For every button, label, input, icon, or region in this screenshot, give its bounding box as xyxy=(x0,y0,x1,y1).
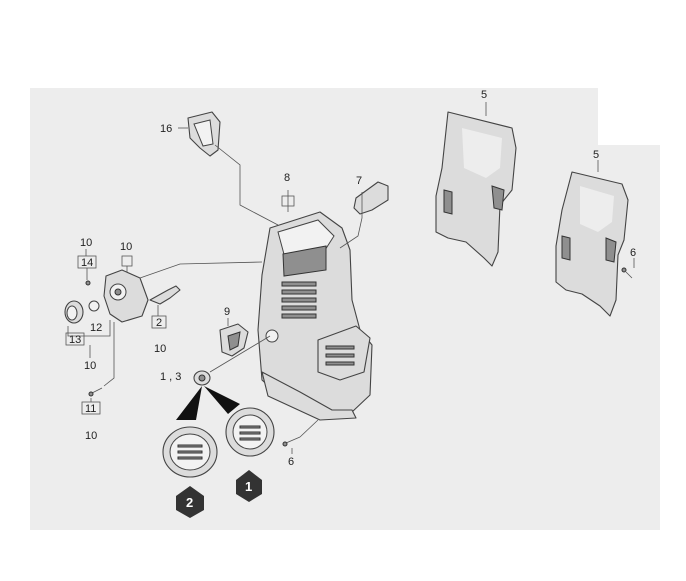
part-7-clip xyxy=(353,181,389,215)
label-5-a: 5 xyxy=(481,89,487,101)
part-5-frame-a xyxy=(435,111,517,267)
part-6-screw-bottom xyxy=(282,436,301,447)
variant-badge-1: 1 xyxy=(236,470,262,502)
variant-pointer-2 xyxy=(176,386,202,420)
part-12-ring xyxy=(88,300,100,312)
part-13-knob xyxy=(64,300,84,324)
badge-1-number: 1 xyxy=(245,479,252,494)
label-10-d: 10 xyxy=(154,343,166,355)
label-8: 8 xyxy=(284,172,290,184)
part-5-frame-b xyxy=(555,171,629,317)
label-9: 9 xyxy=(224,306,230,318)
label-10-b: 10 xyxy=(120,241,132,253)
part-1-3-nozzle xyxy=(193,370,211,386)
part-16-clip xyxy=(187,111,221,157)
label-6-bottom: 6 xyxy=(288,456,294,468)
label-10-c: 10 xyxy=(84,360,96,372)
part-14-screw xyxy=(85,280,91,286)
variant-pointer-1 xyxy=(204,386,240,414)
variant-1-cap xyxy=(225,407,275,457)
label-11: 11 xyxy=(85,403,96,415)
label-7: 7 xyxy=(356,175,362,187)
label-10-e: 10 xyxy=(85,430,97,442)
part-11-screw xyxy=(88,387,103,397)
label-5-b: 5 xyxy=(593,149,599,161)
box-2 xyxy=(151,315,167,329)
box-13 xyxy=(65,332,85,346)
part-2-lever xyxy=(103,269,181,323)
badge-2-number: 2 xyxy=(186,495,193,510)
label-6-right: 6 xyxy=(630,247,636,259)
label-14: 14 xyxy=(81,257,93,269)
label-13: 13 xyxy=(69,334,81,346)
label-1-3: 1 , 3 xyxy=(160,371,181,383)
label-10-a: 10 xyxy=(80,237,92,249)
part-9-clip xyxy=(219,323,249,357)
variant-2-cap xyxy=(162,426,218,478)
part-6-screw-right xyxy=(621,267,633,279)
variant-badge-2: 2 xyxy=(176,486,204,518)
label-16: 16 xyxy=(160,123,172,135)
label-2: 2 xyxy=(156,317,162,329)
label-12: 12 xyxy=(90,322,102,334)
part-8-housing xyxy=(257,211,373,421)
